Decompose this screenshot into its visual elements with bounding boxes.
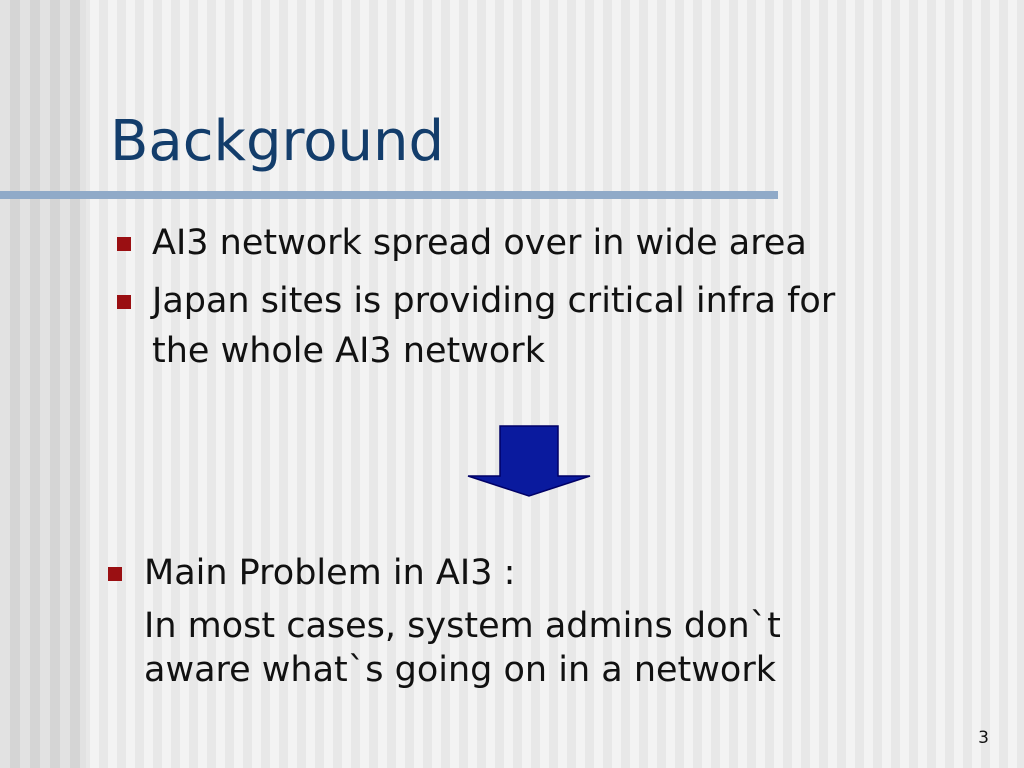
main-problem-block: Main Problem in AI3 : In most cases, sys…	[108, 548, 781, 692]
bullet-text: AI3 network spread over in wide area	[152, 223, 807, 263]
main-problem-detail-line: aware what`s going on in a network	[144, 650, 776, 690]
bullet-text: Japan sites is providing critical infra …	[152, 281, 836, 321]
square-bullet-icon	[117, 237, 131, 251]
main-problem-detail-line: In most cases, system admins don`t	[144, 606, 781, 646]
title-divider	[0, 191, 778, 199]
down-arrow-icon	[467, 425, 591, 497]
bullet-text-continuation: the whole AI3 network	[152, 331, 545, 371]
slide-title: Background	[110, 109, 445, 174]
main-problem-heading: Main Problem in AI3 :	[144, 553, 516, 593]
square-bullet-icon	[108, 567, 122, 581]
square-bullet-icon	[117, 295, 131, 309]
bullet-item: AI3 network spread over in wide area	[117, 218, 807, 268]
slide-page-number: 3	[978, 728, 989, 748]
background-stripe-band	[0, 0, 86, 768]
bullet-item: Japan sites is providing critical infra …	[117, 276, 836, 376]
main-problem-detail: In most cases, system admins don`t aware…	[144, 604, 781, 692]
